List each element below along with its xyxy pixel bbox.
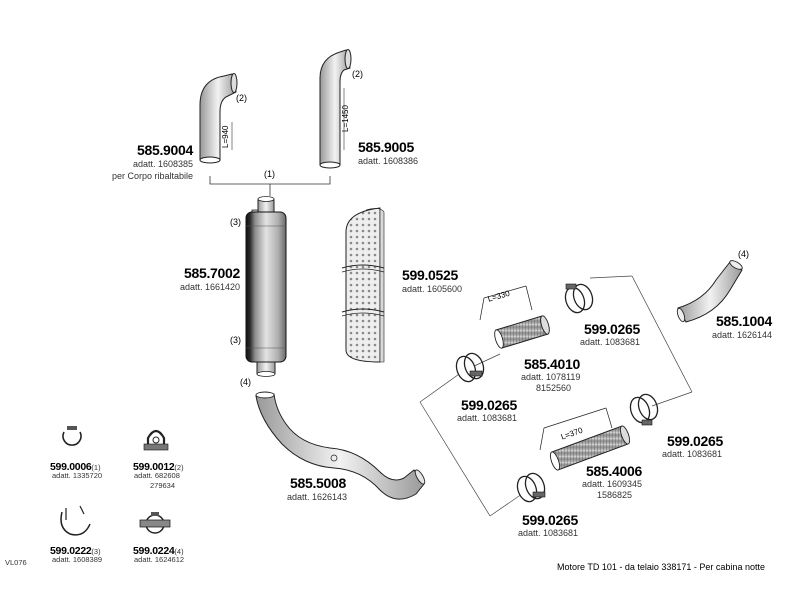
part-599-0012: 599.0012(2) xyxy=(133,458,184,474)
clamp-599-0265-a xyxy=(564,283,594,314)
length-label: L=1450 xyxy=(341,105,350,132)
clamp-ring-599-0006-icon xyxy=(62,426,82,446)
part-number-585-4006: 585.4006 xyxy=(586,463,642,479)
ref-label: (3) xyxy=(91,547,101,556)
part-number-585-9004: 585.9004 xyxy=(137,142,193,158)
part-adatt-alt: 279634 xyxy=(150,481,176,490)
part-adatt: adatt. 1335720 xyxy=(52,471,103,480)
ref-label: (1) xyxy=(91,463,101,472)
part-note: per Corpo ribaltabile xyxy=(111,171,193,181)
part-adatt: adatt. 1608386 xyxy=(358,156,419,166)
part-adatt: adatt. 1083681 xyxy=(457,413,518,423)
part-adatt: adatt. 1078119 xyxy=(521,372,581,382)
footer-caption: Motore TD 101 - da telaio 338171 - Per c… xyxy=(557,562,765,572)
part-number-585-7002: 585.7002 xyxy=(184,265,240,281)
ref-label: (4) xyxy=(240,377,251,387)
part-adatt-alt: 8152560 xyxy=(536,383,572,393)
part-adatt: adatt. 1605600 xyxy=(402,284,463,294)
part-number: 599.0222 xyxy=(50,545,92,557)
part-adatt: adatt. 1083681 xyxy=(518,528,579,538)
ref-label: (4) xyxy=(738,249,749,259)
muffler-585-7002 xyxy=(245,196,287,377)
part-number: 599.0012 xyxy=(133,461,175,473)
ref-label: (3) xyxy=(230,217,241,227)
part-number-599-0525: 599.0525 xyxy=(402,267,458,283)
part-number-599-0265: 599.0265 xyxy=(584,321,640,337)
flex-pipe-585-4006 xyxy=(549,425,631,471)
ref-label: (2) xyxy=(174,463,184,472)
dimension-lines xyxy=(479,285,613,451)
part-599-0006: 599.0006(1) xyxy=(50,458,101,474)
bent-pipe-585-1004 xyxy=(676,260,743,323)
clamp-599-0265-c xyxy=(629,393,659,426)
u-bolt-clamp-599-0012-icon xyxy=(143,429,169,451)
part-adatt: adatt. 1624612 xyxy=(134,555,185,564)
part-number-585-5008: 585.5008 xyxy=(290,475,346,491)
part-adatt: adatt. 1661420 xyxy=(179,282,240,292)
part-599-0224: 599.0224(4) xyxy=(133,542,184,558)
ref-label: (2) xyxy=(352,69,363,79)
part-adatt: adatt. 682608 xyxy=(134,471,180,480)
part-number-599-0265: 599.0265 xyxy=(522,512,578,528)
part-number-585-9005: 585.9005 xyxy=(358,139,414,155)
heat-shield-599-0525 xyxy=(341,207,385,363)
clamp-599-0265-d xyxy=(516,472,546,503)
bent-pipe-585-5008 xyxy=(255,391,426,500)
flex-pipe-585-4010 xyxy=(494,315,550,349)
ref-label: (3) xyxy=(230,335,241,345)
ref-label: (2) xyxy=(236,93,247,103)
ref-label: (1) xyxy=(264,169,275,179)
drawing-code: VL076 xyxy=(5,558,27,567)
part-adatt: adatt. 1626143 xyxy=(287,492,348,502)
ref-label: (4) xyxy=(174,547,184,556)
part-599-0222: 599.0222(3) xyxy=(50,542,101,558)
part-adatt: adatt. 1083681 xyxy=(580,337,641,347)
part-number-599-0265: 599.0265 xyxy=(667,433,723,449)
part-number-599-0265: 599.0265 xyxy=(461,397,517,413)
part-adatt: adatt. 1608389 xyxy=(52,555,103,564)
stack-pipe-585-9005 xyxy=(319,49,352,169)
part-number-585-1004: 585.1004 xyxy=(716,313,772,329)
part-adatt: adatt. 1083681 xyxy=(662,449,723,459)
part-adatt: adatt. 1609345 xyxy=(582,479,643,489)
part-number: 599.0006 xyxy=(50,461,92,473)
part-number-585-4010: 585.4010 xyxy=(524,356,580,372)
clamp-599-0265-b xyxy=(455,352,485,383)
part-adatt: adatt. 1626144 xyxy=(712,330,773,340)
part-adatt-alt: 1586825 xyxy=(597,490,633,500)
v-band-clamp-599-0224-icon xyxy=(139,512,171,534)
part-number: 599.0224 xyxy=(133,545,175,557)
length-label: L=940 xyxy=(221,125,230,148)
stack-pipe-585-9004 xyxy=(199,73,238,164)
band-clamp-599-0222-icon xyxy=(60,505,91,536)
group-bracket-1 xyxy=(209,176,331,196)
part-adatt: adatt. 1608385 xyxy=(132,159,193,169)
